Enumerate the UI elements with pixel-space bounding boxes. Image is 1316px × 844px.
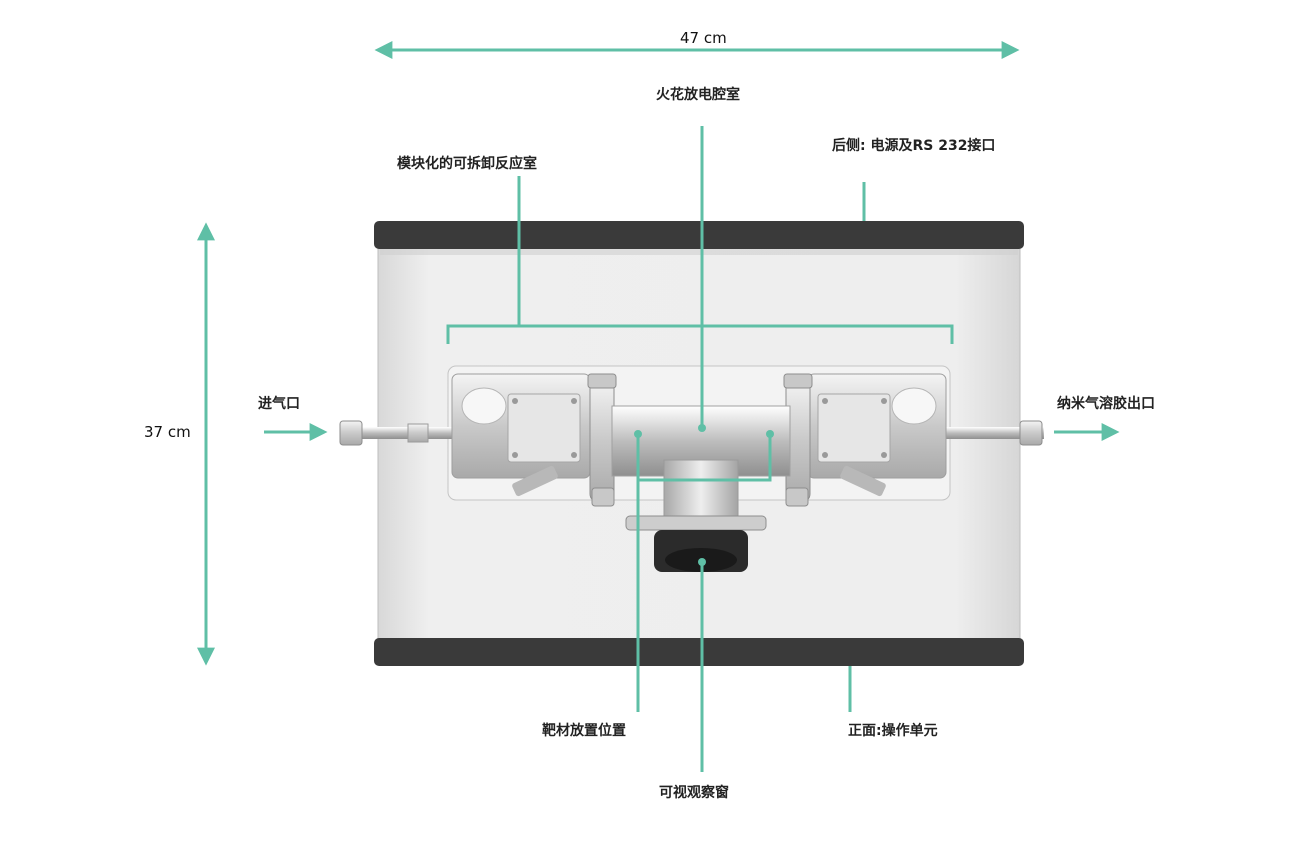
height-dimension-label: 37 cm	[144, 423, 191, 441]
rear-power-label: 后侧: 电源及RS 232接口	[832, 138, 996, 154]
viewing-window-label: 可视观察窗	[659, 785, 729, 801]
spark-chamber-label: 火花放电腔室	[656, 87, 740, 103]
target-position-label: 靶材放置位置	[542, 723, 626, 739]
right-electrode-block	[807, 373, 947, 497]
reactor-bracket	[446, 324, 954, 344]
front-panel-label: 正面:操作单元	[848, 723, 938, 739]
target-position-bracket	[638, 434, 772, 482]
aerosol-outlet-label: 纳米气溶胶出口	[1057, 396, 1155, 412]
modular-reactor-label: 模块化的可拆卸反应室	[397, 156, 537, 172]
width-dimension-label: 47 cm	[680, 29, 727, 47]
left-electrode-block	[451, 373, 591, 497]
gas-inlet-tube	[339, 420, 454, 446]
gas-inlet-label: 进气口	[258, 396, 300, 412]
top-band	[374, 221, 1024, 249]
right-clamp	[783, 373, 813, 507]
bottom-band	[374, 638, 1024, 666]
aerosol-outlet-tube	[944, 420, 1044, 446]
